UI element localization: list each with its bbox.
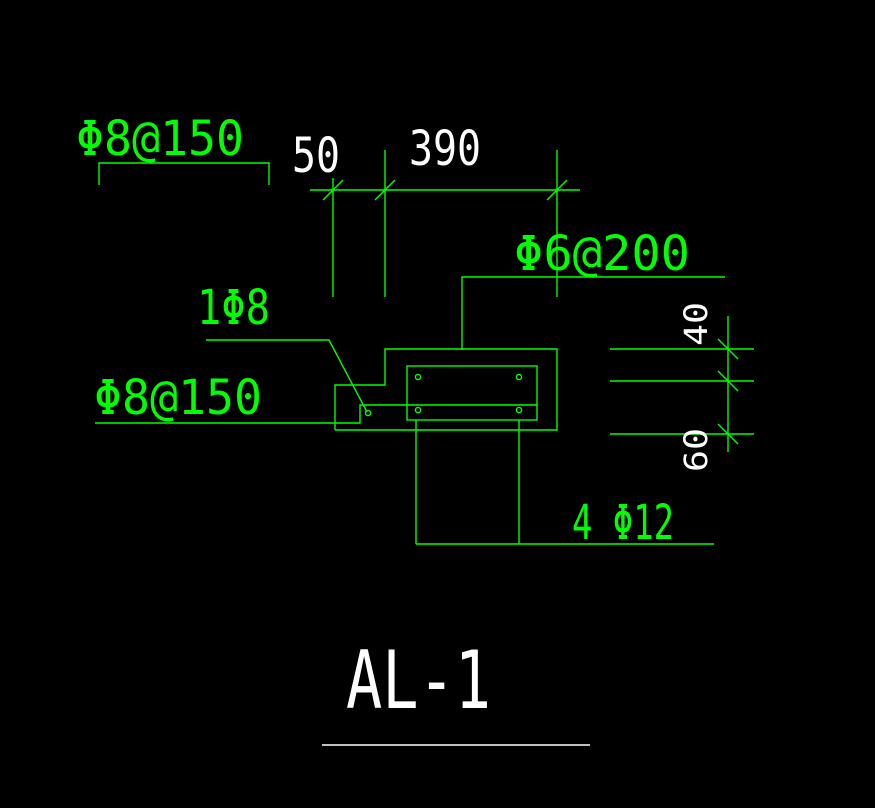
left-callout-label: Φ8@150 (94, 370, 262, 426)
top-left-callout-label: Φ8@150 (76, 111, 244, 167)
top-left-callout-bracket (98, 162, 270, 185)
dimension-label-60: 60 (677, 428, 715, 472)
tick-50-left (322, 179, 344, 201)
rebar-dot (364, 409, 372, 417)
dimension-label-40: 40 (677, 302, 715, 346)
corner-bar-label: 1Φ8 (197, 280, 270, 336)
slab-bar (343, 404, 537, 424)
rebar-dot (515, 373, 523, 381)
dimension-label-50: 50 (292, 128, 340, 184)
rebar-dot (414, 406, 422, 414)
tick-40-bottom (717, 370, 739, 392)
rebar-dot (414, 373, 422, 381)
section-outline-top (334, 348, 558, 431)
tick-390-right (546, 179, 568, 201)
stirrup-callout-label: Φ6@200 (514, 226, 690, 282)
rebar-dot (515, 406, 523, 414)
main-bars-label: 4 Φ12 (572, 495, 674, 551)
stirrup-leader-line (461, 276, 725, 350)
section-title: AL-1 (346, 634, 491, 727)
corner-bar-leader (206, 339, 368, 413)
stirrup-box (406, 365, 538, 421)
tick-40-top (717, 338, 739, 360)
tick-60-bottom (717, 423, 739, 445)
dimension-label-390: 390 (409, 121, 481, 177)
tick-50-right (374, 179, 396, 201)
